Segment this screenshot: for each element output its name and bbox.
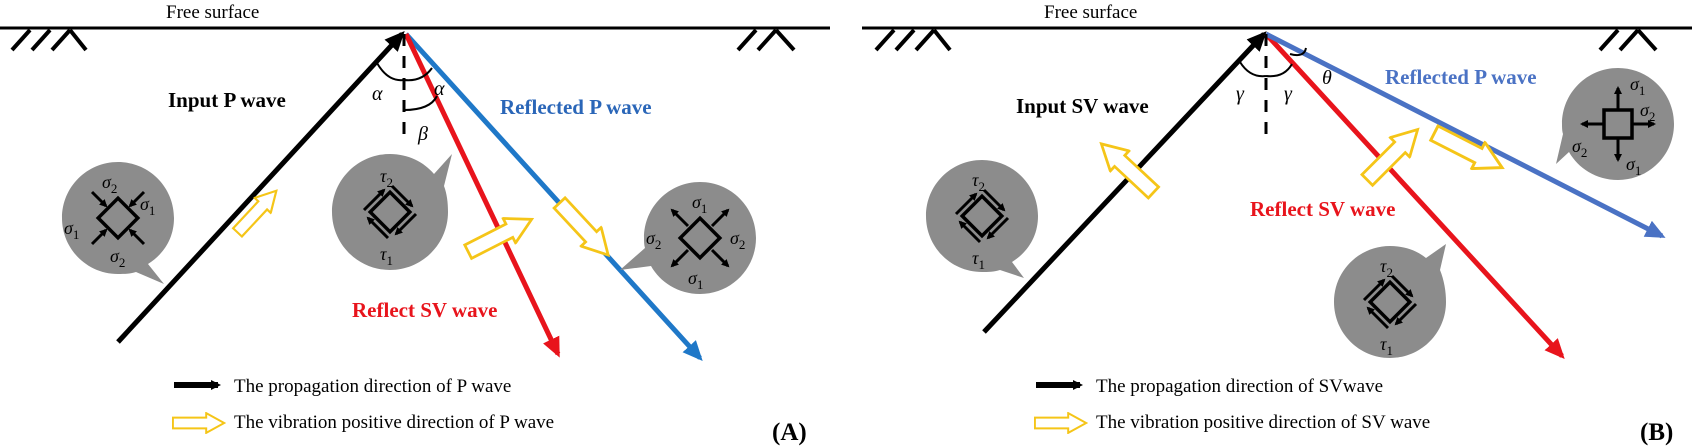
bubble-p-top-b: σ1 [1630,74,1645,98]
stress-bubble-input-b: τ2 τ1 [926,160,1038,278]
legend-yellow-arrow-a [172,412,226,434]
bubble-p-right-b: σ2 [1640,100,1655,124]
vibration-arrow-p-a [548,192,620,266]
bubble-sv-bottom-a: τ1 [380,244,393,268]
reflect-sv-wave-label-b: Reflect SV wave [1250,197,1395,221]
reflected-p-wave-label-a: Reflected P wave [500,95,652,119]
angle-arc-alpha-right-a [403,67,433,82]
bubble-input-top-b: τ2 [972,170,985,194]
legend-yellow-text-a: The vibration positive direction of P wa… [234,412,554,433]
angle-theta-label-b: θ [1322,67,1332,89]
ground-hatch-left-a [10,28,88,52]
bubble-input-right-a: σ1 [140,194,155,218]
angle-gamma2-label-b: γ [1284,83,1293,105]
panel-b: Free surface γ γ θ Input SV wave Reflect… [862,2,1692,446]
angle-arc-gamma-left-b [1239,61,1267,78]
angle-arc-theta-b [1289,47,1307,57]
bubble-p-left-b: σ2 [1572,136,1587,160]
panel-tag-b: (B) [1640,419,1673,446]
reflect-sv-wave-label-a: Reflect SV wave [352,298,497,322]
bubble-p-top-a: σ1 [692,192,707,216]
panel-a: Free surface α α β Input P wave Reflecte… [0,2,830,446]
input-sv-wave-ray-b [982,31,1267,334]
free-surface-label-a: Free surface [166,2,259,23]
reflect-sv-wave-ray-b [1264,32,1565,359]
reflected-p-wave-ray-a [404,32,703,361]
reflected-p-wave-ray-b [1264,31,1666,239]
angle-alpha2-label-a: α [434,78,445,100]
legend-black-text-b: The propagation direction of SVwave [1096,376,1383,397]
free-surface-label-b: Free surface [1044,2,1137,23]
reflected-p-wave-label-b: Reflected P wave [1385,65,1537,89]
angle-arc-beta-a [403,95,438,111]
vibration-arrow-sv-a [460,205,540,266]
legend-black-text-a: The propagation direction of P wave [234,376,511,397]
angle-gamma-label-b: γ [1236,83,1245,105]
bubble-sv-top-a: τ2 [380,166,393,190]
bubble-p-bottom-a: σ1 [688,268,703,292]
bubble-input-bottom-a: σ2 [110,246,125,270]
stress-bubble-sv-b: τ2 τ1 [1334,244,1446,358]
bubble-sv-top-b: τ2 [1380,256,1393,280]
stress-bubble-p-b: σ1 σ2 σ2 σ1 [1556,68,1674,180]
angle-arc-alpha-left-a [376,62,405,82]
angle-alpha-label-a: α [372,83,383,105]
stress-bubble-sv-a: τ2 τ1 [332,154,452,270]
angle-arc-gamma-right-b [1265,63,1293,78]
bubble-input-top-a: σ2 [102,172,117,196]
bubble-input-bottom-b: τ1 [972,248,985,272]
stress-bubble-input-a: σ2 σ1 σ1 σ2 [62,162,174,284]
ground-hatch-right-b [1598,28,1658,52]
legend-b: The propagation direction of SVwave The … [1034,376,1430,434]
bubble-p-right-a: σ2 [730,228,745,252]
input-p-wave-label-a: Input P wave [168,88,286,112]
ground-hatch-right-a [736,28,796,52]
bubble-p-bottom-b: σ1 [1626,154,1641,178]
panel-tag-a: (A) [772,419,807,446]
legend-a: The propagation direction of P wave The … [172,376,554,434]
stress-bubble-p-a: σ1 σ2 σ2 σ1 [620,182,756,294]
legend-yellow-arrow-b [1034,412,1088,434]
bubble-p-left-a: σ2 [646,228,661,252]
input-sv-wave-label-b: Input SV wave [1016,94,1149,118]
vibration-arrow-input-b [1090,132,1165,204]
ground-hatch-left-b [874,28,952,52]
angle-beta-label-a: β [417,123,428,145]
bubble-input-left-a: σ1 [64,218,79,242]
legend-yellow-text-b: The vibration positive direction of SV w… [1096,412,1430,433]
vibration-arrow-sv-b [1356,118,1429,192]
bubble-sv-bottom-b: τ1 [1380,334,1393,358]
reflect-sv-wave-ray-a [403,32,561,358]
input-p-wave-ray-a [116,31,405,344]
